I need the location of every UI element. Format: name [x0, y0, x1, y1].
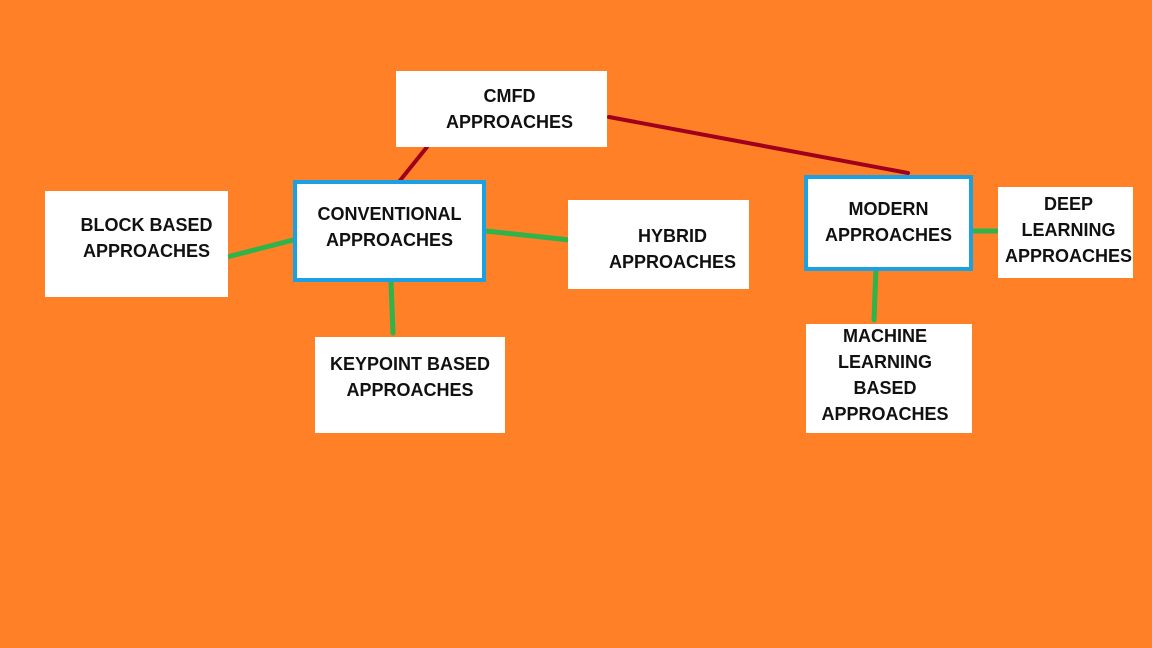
node-line: APPROACHES — [346, 380, 474, 400]
node-block-based-approaches: BLOCK BASED APPROACHES — [45, 191, 228, 297]
node-line: APPROACHES — [1004, 245, 1133, 266]
node-line: APPROACHES — [325, 230, 454, 250]
node-line: APPROACHES — [445, 112, 574, 132]
node-line: LEARNING — [1021, 219, 1116, 240]
node-line: APPROACHES — [824, 225, 953, 245]
node-line: DEEP — [1043, 193, 1094, 214]
node-deep-learning-approaches: DEEP LEARNING APPROACHES — [998, 187, 1133, 278]
node-conventional-approaches: CONVENTIONAL APPROACHES — [293, 180, 486, 282]
edge-conventional-hybrid — [483, 228, 573, 243]
node-line: BASED — [853, 377, 917, 398]
node-line: MACHINE — [843, 325, 927, 346]
node-line: APPROACHES — [821, 403, 949, 424]
node-modern-approaches: MODERN APPROACHES — [804, 175, 973, 271]
node-line: CMFD — [483, 86, 536, 106]
node-line: KEYPOINT BASED — [329, 354, 491, 374]
node-line: CONVENTIONAL — [317, 204, 462, 224]
edge-conventional-keypoint — [388, 279, 396, 336]
edge-conventional-block — [224, 236, 300, 260]
edge-cmfd-modern — [607, 115, 910, 175]
node-line: APPROACHES — [608, 251, 737, 272]
node-line: APPROACHES — [82, 241, 211, 261]
node-keypoint-based-approaches: KEYPOINT BASED APPROACHES — [315, 337, 505, 433]
node-hybrid-approaches: HYBRID APPROACHES — [568, 200, 749, 289]
node-cmfd-approaches: CMFD APPROACHES — [396, 71, 607, 147]
node-machine-learning-based-approaches: MACHINE LEARNING BASED APPROACHES — [806, 324, 972, 433]
node-line: HYBRID — [637, 225, 707, 246]
edge-modern-ml — [871, 265, 879, 323]
node-line: MODERN — [848, 199, 929, 219]
node-line: BLOCK BASED — [80, 215, 213, 235]
edge-cmfd-conventional — [396, 145, 429, 185]
node-line: LEARNING — [838, 351, 932, 372]
